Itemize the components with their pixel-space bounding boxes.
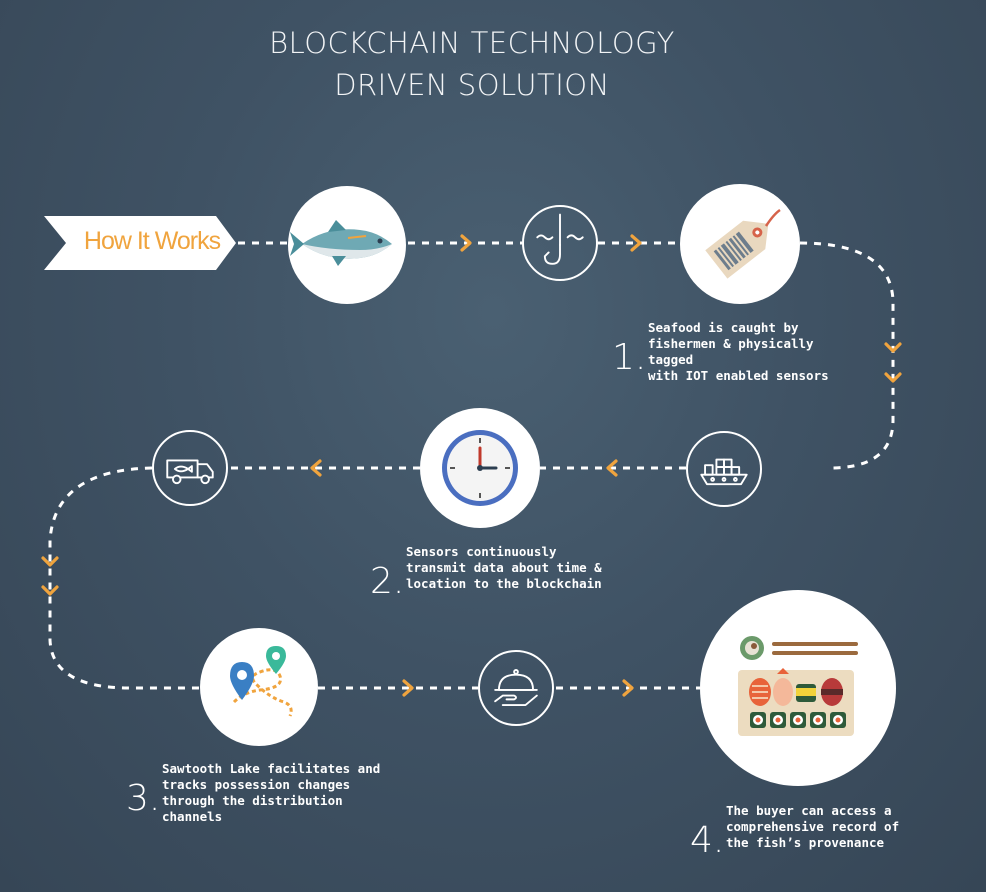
sushi-node [700, 590, 896, 786]
step-description: Sensors continuously transmit data about… [406, 544, 602, 591]
chevron-down-icon [41, 556, 59, 567]
chevron-down-icon [41, 585, 59, 596]
step-description: Seafood is caught by fishermen & physica… [648, 320, 829, 383]
chevron-down-icon [884, 372, 902, 383]
title-line-1: BLOCKCHAIN TECHNOLOGY [269, 26, 675, 60]
step-number: 4. [690, 820, 725, 861]
fish-node [288, 186, 406, 304]
fish-icon [290, 220, 392, 266]
cargo-ship-icon [700, 458, 748, 486]
map-node [200, 628, 318, 746]
chevron-right-icon [402, 679, 414, 697]
chevron-left-icon [310, 459, 322, 477]
banner-shape [44, 216, 236, 270]
connector-tag-ship [799, 241, 895, 470]
step-2: 2. Sensors continuously transmit data ab… [370, 544, 610, 602]
delivery-van-icon [166, 459, 214, 485]
tag-node [680, 184, 800, 304]
clock-node [420, 408, 540, 528]
chevron-down-icon [884, 342, 902, 353]
chevron-left-icon [606, 459, 618, 477]
sushi-platter-icon [738, 636, 858, 736]
chevron-right-icon [630, 234, 642, 252]
step-description: The buyer can access a comprehensive rec… [726, 803, 900, 850]
serving-cloche-icon [494, 669, 538, 706]
cloche-node [478, 650, 554, 726]
hook-node [522, 205, 598, 281]
fish-hook-icon [536, 213, 584, 265]
step-description: Sawtooth Lake facilitates and tracks pos… [162, 761, 381, 824]
ship-node [686, 431, 762, 507]
step-number: 1. [612, 337, 647, 378]
step-number: 2. [370, 561, 405, 602]
chevron-right-icon [460, 234, 472, 252]
title-line-2: DRIVEN SOLUTION [334, 68, 610, 102]
step-1: 1. Seafood is caught by fishermen & phys… [612, 320, 862, 383]
clock-icon [442, 430, 518, 506]
banner-label: How It Works [83, 227, 221, 255]
sensor-tag-icon [705, 208, 781, 279]
step-4: 4. The buyer can access a comprehensive … [690, 803, 920, 861]
map-route-icon [230, 646, 293, 717]
chevron-right-icon [622, 679, 634, 697]
step-number: 3. [126, 778, 161, 819]
how-it-works-banner: How It Works [44, 216, 236, 270]
step-3: 3. Sawtooth Lake facilitates and tracks … [126, 761, 396, 824]
page-title: BLOCKCHAIN TECHNOLOGY DRIVEN SOLUTION [0, 22, 944, 106]
van-node [152, 430, 228, 506]
